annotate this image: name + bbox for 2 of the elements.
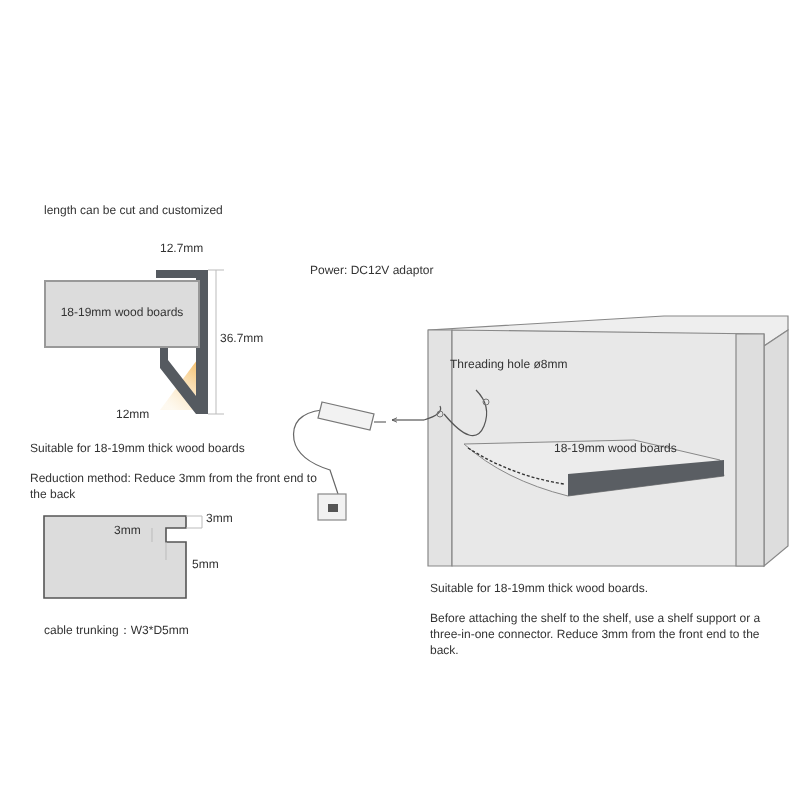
arrow [391,417,425,423]
wood-board [44,280,200,348]
